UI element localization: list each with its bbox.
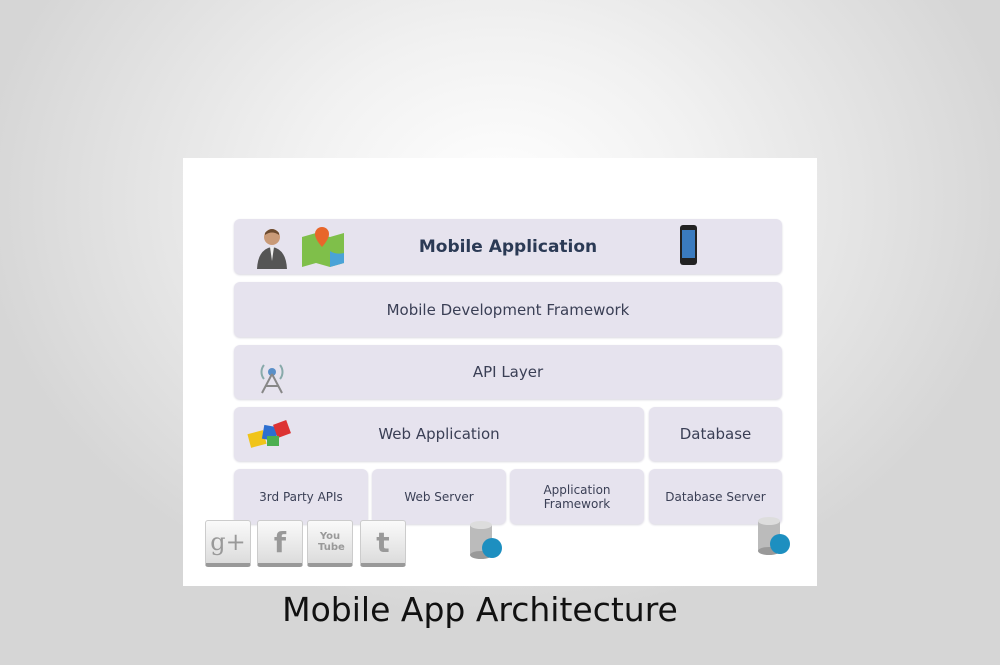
layer-label: Mobile Application [418, 236, 598, 257]
twitter-icon: t [360, 520, 406, 567]
layer-label: 3rd Party APIs [259, 489, 343, 504]
layer-database: Database [649, 407, 782, 461]
database-globe-icon [758, 517, 790, 555]
database-globe-icon [470, 521, 502, 559]
layer-web-server: Web Server [372, 469, 506, 524]
layer-api: API Layer [234, 345, 782, 399]
layer-label: Database Server [665, 489, 766, 504]
antenna-icon [260, 364, 284, 394]
youtube-icon: You Tube [307, 520, 353, 567]
businessman-icon [257, 229, 287, 269]
layer-database-server: Database Server [649, 469, 782, 524]
layer-label: API Layer [472, 363, 544, 381]
layer-label: Web Server [404, 489, 474, 504]
smartphone-icon [680, 225, 697, 265]
layer-label: Application Framework [543, 482, 611, 511]
layer-label: Web Application [378, 425, 500, 443]
diagram-caption: Mobile App Architecture [282, 590, 678, 629]
layer-mobile-dev-framework: Mobile Development Framework [234, 282, 782, 337]
facebook-icon: f [257, 520, 303, 567]
layer-application-framework: Application Framework [510, 469, 644, 524]
layer-third-party-apis: 3rd Party APIs [234, 469, 368, 524]
layer-label: Mobile Development Framework [386, 300, 630, 319]
layer-web-application: Web Application [234, 407, 644, 461]
layer-label: Database [679, 425, 752, 443]
google-plus-icon: g+ [205, 520, 251, 567]
puzzle-icon [247, 420, 291, 448]
map-pin-icon [302, 227, 344, 267]
